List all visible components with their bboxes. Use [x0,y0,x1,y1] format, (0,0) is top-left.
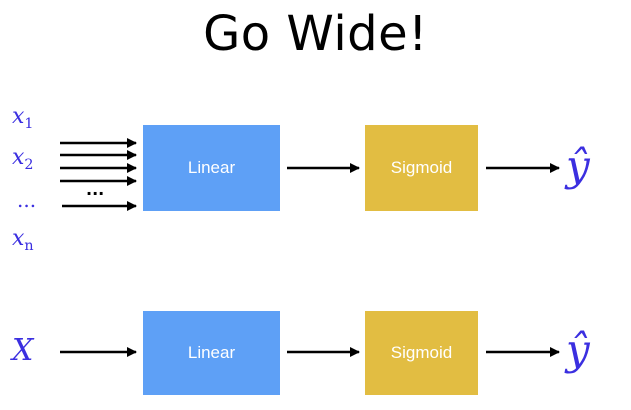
input-x2-base: x [12,145,25,170]
input-ellipsis: ... [17,188,36,212]
sigmoid-box-bottom: Sigmoid [365,311,478,395]
input-x2: x2 [12,145,34,173]
linear-box-bottom: Linear [143,311,280,395]
input-matrix-x: X [12,333,34,368]
sigmoid-box-top: Sigmoid [365,125,478,211]
input-ellipsis-text: ... [17,188,37,212]
sigmoid-label-bottom: Sigmoid [390,343,453,362]
input-xn: xn [12,226,34,254]
input-x1: x1 [12,104,34,132]
linear-label-top: Linear [187,158,236,177]
input-x1-sub: 1 [24,116,34,132]
sigmoid-label-top: Sigmoid [390,158,453,177]
linear-label-bottom: Linear [187,343,236,362]
input-xn-sub: n [24,238,34,254]
input-x2-sub: 2 [24,157,34,173]
input-xn-base: x [12,226,25,251]
linear-box-top: Linear [143,125,280,211]
output-yhat-bottom: ŷ [566,325,590,374]
output-yhat-top: ŷ [566,141,590,190]
slide-title: Go Wide! [203,6,428,62]
input-x1-base: x [12,104,25,129]
arrow-dots: ... [86,180,105,199]
